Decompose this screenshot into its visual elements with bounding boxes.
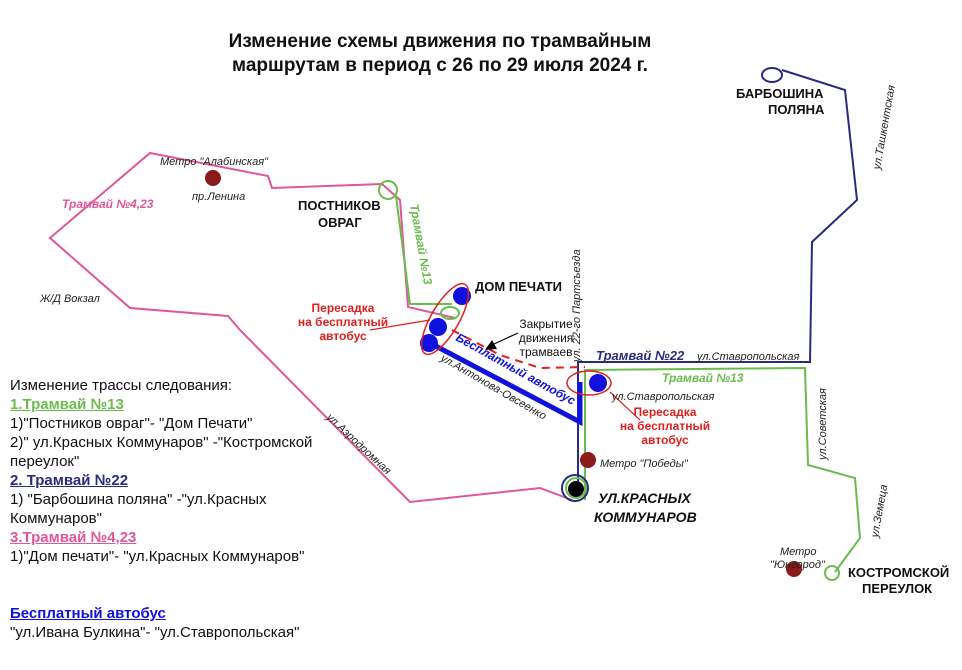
label-zd-vokzal: Ж/Д Вокзал: [39, 293, 100, 305]
label-closure-2: движения: [519, 331, 574, 345]
transfer-pointer-right: [609, 391, 641, 421]
label-kostromskoy-1: КОСТРОМСКОЙ: [848, 565, 949, 580]
tram-13-loop-postnikov: [378, 180, 398, 200]
metro-pobedy-icon: [580, 452, 596, 468]
tram-13-loop-dom-pechati: [440, 306, 460, 320]
legend-item: "ул.Ивана Булкина"- "ул.Ставропольская": [10, 624, 300, 641]
metro-yungorod-icon: [786, 561, 802, 577]
label-tram-13-vertical: Трамвай №13: [407, 203, 435, 286]
label-kommunarov-2: КОММУНАРОВ: [594, 509, 697, 525]
title-line-2: маршрутам в период с 26 по 29 июля 2024 …: [232, 55, 648, 76]
tram-13-route-south: [584, 366, 862, 573]
label-transfer-left-2: на бесплатный: [298, 315, 388, 329]
legend-item: 1)"Дом печати"- "ул.Красных Коммунаров": [10, 548, 305, 565]
label-tram-22: Трамвай №22: [596, 348, 685, 363]
bus-stop-stavropolskaya: [589, 374, 607, 392]
transfer-zone-left: [420, 282, 470, 356]
label-metro-alabinskaya: Метро "Алабинская": [160, 156, 269, 168]
legend-tram-13-title: 1.Трамвай №13: [10, 396, 124, 413]
legend: Изменение трассы следования: 1.Трамвай №…: [10, 376, 350, 642]
free-bus-route: [428, 340, 583, 427]
transfer-pointer-left: [369, 319, 431, 331]
label-postnikov-1: ПОСТНИКОВ: [298, 198, 381, 213]
label-transfer-left-1: Пересадка: [312, 301, 375, 315]
label-ul-stavropolskaya: ул.Ставропольская: [611, 391, 714, 403]
bus-stop-dom-pechati-1: [453, 287, 471, 305]
label-postnikov-2: ОВРАГ: [318, 215, 362, 230]
legend-heading: Изменение трассы следования:: [10, 377, 233, 394]
label-metro-pobedy: Метро "Победы": [600, 458, 689, 470]
legend-tram-4-23-title: 3.Трамвай №4,23: [10, 529, 137, 546]
map-title: Изменение схемы движения по трамвайным м…: [180, 30, 700, 78]
label-tram-4-23: Трамвай №4,23: [62, 197, 154, 211]
label-transfer-right-2: на бесплатный: [620, 419, 710, 433]
metro-alabinskaya-icon: [205, 170, 221, 186]
label-pr-lenina: пр.Ленина: [192, 191, 245, 203]
label-ul-tashkentskaya: ул.Ташкентская: [871, 84, 898, 171]
tram-13-loop-kommunarov: [565, 477, 587, 499]
label-ul-zemetsa: ул.Земеца: [869, 484, 890, 540]
legend-tram-22-title: 2. Трамвай №22: [10, 472, 129, 489]
tram-13-loop-kostromskoy: [824, 565, 840, 581]
label-ul-sovetskaya: ул.Советская: [817, 388, 829, 461]
label-barboshina-2: ПОЛЯНА: [768, 102, 825, 117]
tram-22-loop-barboshina: [761, 67, 783, 83]
label-metro-yungorod-2: "Юнгород": [770, 559, 826, 571]
label-barboshina-1: БАРБОШИНА: [736, 86, 824, 101]
closure-dashed-line: [451, 329, 586, 370]
label-transfer-right-1: Пересадка: [634, 405, 697, 419]
label-metro-yungorod-1: Метро: [780, 546, 816, 558]
label-tram-13: Трамвай №13: [662, 371, 744, 385]
bus-stop-dom-pechati-2: [429, 318, 447, 336]
tram-22-loop-kommunarov: [561, 474, 589, 502]
closure-pointer: [493, 332, 519, 345]
label-transfer-right-3: автобус: [641, 433, 689, 447]
legend-item: 2)" ул.Красных Коммунаров" -"Костромской…: [10, 434, 313, 470]
label-closure-1: Закрытие: [519, 317, 573, 331]
transfer-zone-right: [566, 370, 612, 396]
terminal-kommunarov-icon: [568, 481, 584, 497]
legend-item: 1) "Барбошина поляна" -"ул.Красных Комму…: [10, 491, 267, 527]
tram-22-route: [577, 69, 859, 492]
label-ul-22-partsezda: ул. 22-го Партсъезда: [571, 249, 583, 363]
label-kostromskoy-2: ПЕРЕУЛОК: [862, 581, 932, 596]
title-line-1: Изменение схемы движения по трамвайным: [228, 31, 652, 52]
bus-stop-dom-pechati-3: [420, 334, 438, 352]
closure-arrow-icon: [485, 340, 497, 350]
legend-item: 1)"Постников овраг"- "Дом Печати": [10, 415, 253, 432]
label-kommunarov-1: УЛ.КРАСНЫХ: [598, 490, 693, 506]
legend-bus-title: Бесплатный автобус: [10, 605, 166, 622]
label-closure-3: трамваев: [519, 345, 572, 359]
label-ul-stavropolskaya-top: ул.Ставропольская: [696, 351, 799, 363]
label-transfer-left-3: автобус: [319, 329, 367, 343]
label-dom-pechati: ДОМ ПЕЧАТИ: [475, 279, 562, 294]
